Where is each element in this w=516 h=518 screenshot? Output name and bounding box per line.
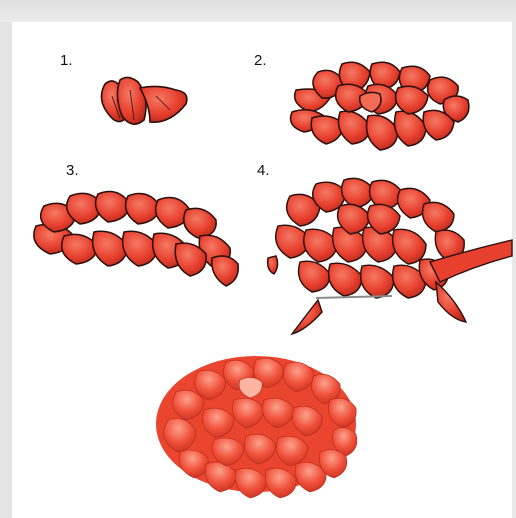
- step-3-assembly: [34, 192, 238, 286]
- step-4-assembly: [268, 178, 512, 334]
- step-2-rosette: [291, 62, 469, 150]
- final-flower: [156, 356, 357, 498]
- step-1-petals: [101, 77, 186, 124]
